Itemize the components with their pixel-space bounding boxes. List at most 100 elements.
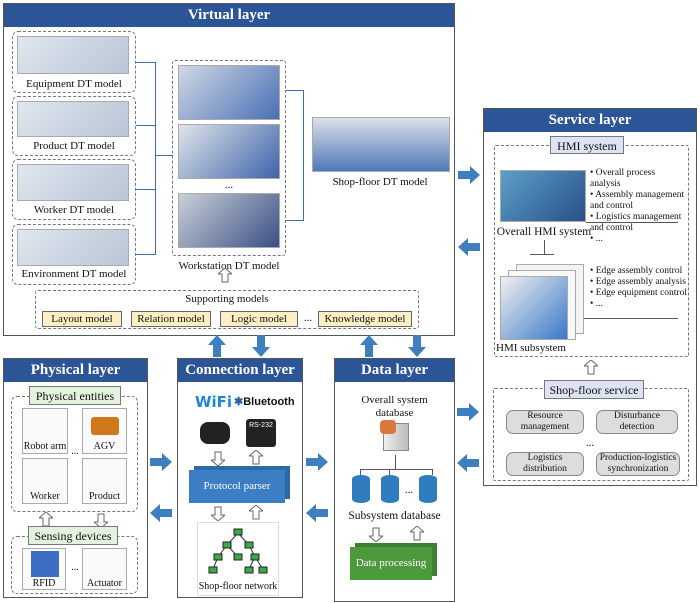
virtual-layer-title: Virtual layer (4, 4, 454, 27)
worker-label: Worker (30, 491, 60, 502)
bluetooth-label: Bluetooth (243, 396, 295, 408)
network-topology-icon (208, 528, 268, 574)
physical-entities-label: Physical entities (29, 386, 121, 405)
arrow-left-icon (457, 454, 479, 472)
hollow-arrow-down-icon (369, 527, 383, 542)
arrow-right-icon (458, 166, 480, 184)
hmi-subsystem-image (500, 276, 568, 340)
supporting-models-title: Supporting models (185, 293, 269, 305)
hollow-arrow-up-icon (249, 505, 263, 520)
entities-ellipsis: ... (71, 446, 79, 457)
product-card: Product (82, 458, 127, 504)
overall-hmi-image (500, 170, 586, 222)
data-processing: Data processing (350, 547, 432, 580)
arrow-right-icon (150, 453, 172, 471)
bluetooth-icon: ✱Bluetooth (234, 396, 295, 408)
service-ellipsis: ... (585, 437, 595, 449)
agv-card: AGV (82, 408, 127, 454)
subsystem-db-label: Subsystem database (348, 510, 441, 522)
rfid-card: RFID (22, 548, 66, 590)
bullet: ... (590, 299, 690, 310)
rs232-label: RS-232 (249, 422, 273, 429)
bullet: Overall process analysis (590, 168, 688, 190)
shopfloor-service-label: Shop-floor service (544, 380, 644, 399)
arrow-left-icon (150, 504, 172, 522)
hollow-arrow-down-icon (211, 451, 225, 466)
workstation-ellipsis: ... (224, 179, 234, 191)
product-model-box (12, 96, 136, 156)
relation-model: Relation model (131, 311, 211, 327)
server-icon (380, 420, 409, 451)
actuator-card: Actuator (82, 548, 127, 590)
overall-db-label: Overall system database (361, 394, 428, 419)
bullet: Edge assembly analysis (590, 277, 690, 288)
knowledge-model: Knowledge model (318, 311, 412, 327)
ethernet-cable-icon (200, 422, 230, 444)
disturbance-detection: Disturbance detection (596, 410, 678, 434)
arrow-down-icon (408, 335, 426, 357)
overall-hmi-label: Overall HMI system (496, 226, 592, 238)
database-icon (419, 475, 437, 503)
bullet: Edge assembly control (590, 266, 690, 277)
worker-card: Worker (22, 458, 68, 504)
arrow-right-icon (306, 453, 328, 471)
data-layer-title: Data layer (335, 359, 454, 382)
robot-arm-label: Robot arm (23, 441, 67, 452)
arrow-left-icon (306, 504, 328, 522)
arrow-up-icon (360, 335, 378, 357)
physical-layer-title: Physical layer (4, 359, 147, 382)
hmi-subsystem-label: HMI subsystem (496, 342, 566, 354)
product-dt-model-label: Product DT model (33, 140, 115, 152)
hollow-arrow-up-icon (410, 526, 424, 541)
devices-ellipsis: ... (71, 562, 79, 573)
logic-model: Logic model (220, 311, 298, 327)
robot-arm-card: Robot arm (22, 408, 68, 454)
equipment-model-box (12, 31, 136, 93)
hollow-arrow-down-icon (211, 506, 225, 521)
hmi-system-label: HMI system (550, 136, 624, 154)
supporting-ellipsis: ... (303, 312, 313, 324)
rfid-label: RFID (32, 578, 56, 589)
arrow-down-icon (252, 335, 270, 357)
resource-management: Resource management (506, 410, 584, 434)
hollow-arrow-up-icon (249, 450, 263, 465)
arrow-left-icon (458, 238, 480, 256)
bullet: Logistics management and control (590, 212, 688, 234)
actuator-label: Actuator (87, 578, 122, 589)
product-label: Product (88, 491, 121, 502)
environment-dt-model-label: Environment DT model (21, 268, 127, 280)
database-icon (352, 475, 370, 503)
worker-model-box (12, 159, 136, 220)
arrow-up-icon (208, 335, 226, 357)
workstation-model-box: ... (172, 60, 286, 256)
hmi-subsystem-functions: Edge assembly control Edge assembly anal… (590, 266, 690, 310)
bullet: ... (590, 234, 688, 245)
shopfloor-dt-model-label: Shop-floor DT model (332, 176, 428, 188)
service-layer-title: Service layer (484, 109, 696, 132)
shopfloor-network-box (197, 522, 279, 596)
arrow-right-icon (457, 403, 479, 421)
db-ellipsis: ... (404, 484, 414, 496)
layout-model: Layout model (42, 311, 122, 327)
sensing-devices-label: Sensing devices (28, 526, 118, 545)
hollow-arrow-up-icon (584, 360, 598, 375)
wifi-icon: WiFi (195, 393, 233, 411)
shopfloor-network-label: Shop-floor network (198, 581, 278, 592)
supporting-models-box (35, 290, 419, 329)
logistics-distribution: Logistics distribution (506, 452, 584, 476)
environment-model-box (12, 224, 136, 285)
bullet: Edge equipment control (590, 288, 690, 299)
bullet: Assembly management and control (590, 190, 688, 212)
rs232-icon: RS-232 (246, 419, 276, 447)
connection-layer-title: Connection layer (178, 359, 302, 382)
hollow-arrow-up-icon (218, 268, 232, 283)
database-icon (381, 475, 399, 503)
production-logistics-synchronization: Production-logistics synchronization (596, 452, 680, 476)
workstation-dt-model-label: Workstation DT model (178, 260, 280, 272)
worker-dt-model-label: Worker DT model (33, 204, 115, 216)
protocol-parser: Protocol parser (189, 470, 285, 503)
overall-hmi-functions: Overall process analysis Assembly manage… (590, 168, 688, 245)
agv-label: AGV (93, 441, 116, 452)
shopfloor-dt-image (312, 117, 450, 172)
equipment-dt-model-label: Equipment DT model (26, 78, 122, 90)
